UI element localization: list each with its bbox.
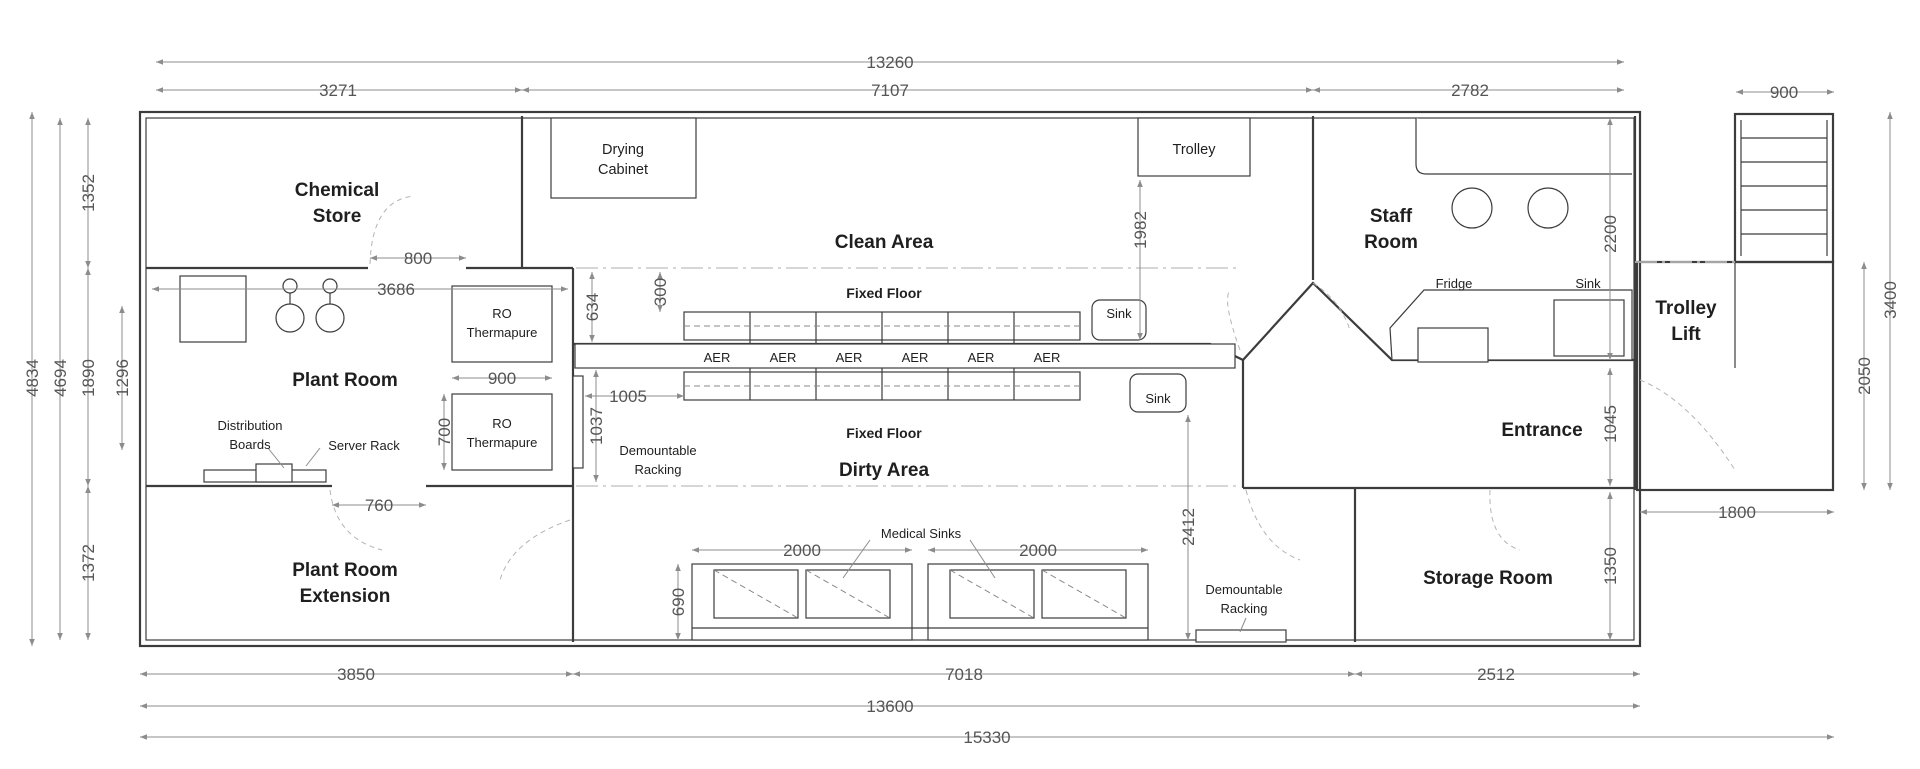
dim-corridor-height: 634 [583,293,602,321]
label-sink-clean: Sink [1106,306,1132,321]
dim-left-inner-1: 1352 [79,174,98,212]
dim-top-segment-2: 7107 [871,81,909,100]
dim-racking-length: 1037 [587,407,606,445]
dim-lift-right-outer: 3400 [1881,281,1900,319]
dim-left-outer-2: 4694 [51,359,70,397]
label-aer-2: AER [770,350,797,365]
corridor-bench [574,343,1236,369]
dim-medical-sink-depth: 690 [669,588,688,616]
dim-left-inner-2: 1890 [79,359,98,397]
medical-sink-right [927,563,1149,641]
label-fridge: Fridge [1436,276,1473,291]
dim-lift-bottom: 1800 [1718,503,1756,522]
dim-bottom-segment-3: 2512 [1477,665,1515,684]
label-fixed-floor-dirty: Fixed Floor [846,425,922,441]
ro-thermapure-lower [451,393,553,471]
room-entrance: Entrance [1501,420,1582,441]
label-sink-dirty: Sink [1145,391,1171,406]
demountable-racking-right [1195,629,1287,643]
label-aer-5: AER [968,350,995,365]
trolley [1137,117,1251,177]
pump-icon [275,303,305,333]
dim-aer-depth: 300 [651,278,670,306]
label-aer-1: AER [704,350,731,365]
label-aer-4: AER [902,350,929,365]
dim-medical-sink-left: 2000 [783,541,821,560]
dim-storage-height: 1350 [1601,547,1620,585]
fridge [1417,327,1489,363]
room-storage-room: Storage Room [1423,568,1553,589]
drying-cabinet [550,117,697,199]
dim-left-outer-1: 4834 [23,359,42,397]
label-server-rack: Server Rack [328,438,400,453]
room-clean-area: Clean Area [835,232,934,253]
dimension-lines [29,59,1893,740]
label-medical-sinks: Medical Sinks [881,526,962,541]
dim-bottom-segment-1: 3850 [337,665,375,684]
dim-racking-offset: 1005 [609,387,647,406]
stool-icon [1527,187,1569,229]
dim-lift-width: 900 [1770,83,1798,102]
dim-door-chemical: 800 [404,249,432,268]
label-sink-staff: Sink [1575,276,1601,291]
dim-bottom-segment-2: 7018 [945,665,983,684]
label-trolley: Trolley [1173,142,1217,158]
dim-ro-gap: 900 [488,369,516,388]
dim-lift-right-inner: 2050 [1855,357,1874,395]
staff-sink [1553,299,1625,357]
dim-overall-bottom-inner: 13600 [866,697,913,716]
medical-sink-left [691,563,913,641]
dim-clean-right: 1982 [1131,211,1150,249]
plant-tank [179,275,247,343]
ro-thermapure-upper [451,285,553,363]
demountable-racking-left [572,375,584,469]
fixed-floor-lines [576,261,1735,487]
dim-entrance-height: 1045 [1601,405,1620,443]
room-plant-room: Plant Room [292,370,398,391]
dim-top-segment-1: 3271 [319,81,357,100]
label-aer-3: AER [836,350,863,365]
dim-ro-height: 700 [435,418,454,446]
dimension-texts: 13260 3271 7107 2782 900 3850 7018 2512 … [23,53,1900,747]
dim-left-plant: 1296 [113,359,132,397]
pump-icon [315,303,345,333]
dim-dirty-right: 2412 [1179,508,1198,546]
dim-plant-width: 3686 [377,280,415,299]
staff-bench [1415,118,1632,175]
dim-medical-sink-right: 2000 [1019,541,1057,560]
dim-left-inner-3: 1372 [79,544,98,582]
label-fixed-floor-clean: Fixed Floor [846,285,922,301]
dim-overall-bottom-outer: 15330 [963,728,1010,747]
clean-sink [1091,299,1147,341]
dim-overall-top: 13260 [866,53,913,72]
room-dirty-area: Dirty Area [839,460,930,481]
dirty-sink [1129,373,1187,413]
label-aer-6: AER [1034,350,1061,365]
server-rack [255,463,293,483]
dim-door-plant-ext: 760 [365,496,393,515]
fixtures [179,117,1633,643]
stool-icon [1451,187,1493,229]
doors [329,195,1736,581]
dim-top-segment-3: 2782 [1451,81,1489,100]
dim-staff-height: 2200 [1601,215,1620,253]
